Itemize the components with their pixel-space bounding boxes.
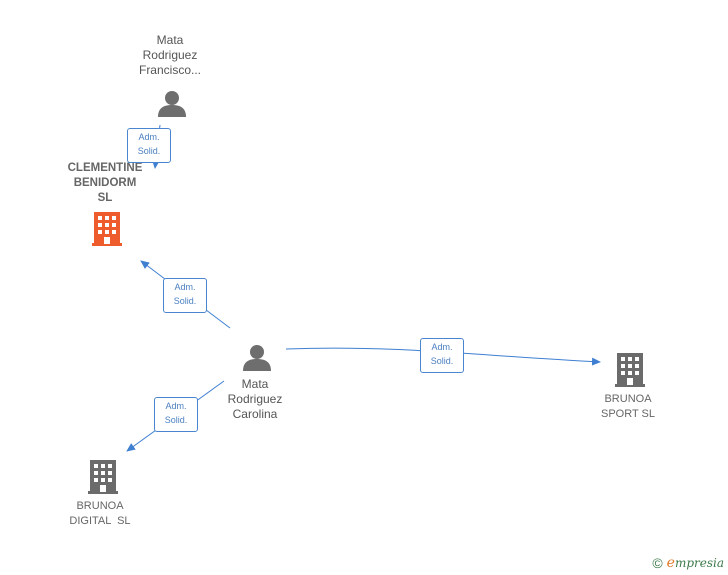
label-line: Mata xyxy=(156,33,184,47)
brand-logo: © e mpresia xyxy=(652,555,724,571)
brand-name: mpresia xyxy=(674,556,724,570)
label-line: DIGITAL SL xyxy=(69,515,131,527)
node-label-person-francisco[interactable]: Mata Rodriguez Francisco... xyxy=(120,33,220,78)
label-line: SL xyxy=(97,192,113,204)
label-line: BRUNOA xyxy=(604,393,652,405)
edge-label-line: Adm. xyxy=(138,132,160,142)
building-icon[interactable] xyxy=(92,212,122,246)
edge-label-line: Adm. xyxy=(174,282,196,292)
building-icon[interactable] xyxy=(615,353,645,387)
label-line: CLEMENTINE xyxy=(67,162,143,174)
label-line: BRUNOA xyxy=(76,500,124,512)
edge-label-line: Solid. xyxy=(137,146,161,156)
label-line: Carolina xyxy=(232,407,278,421)
person-icon[interactable] xyxy=(243,345,271,371)
edge-label-francisco-clementine[interactable]: Adm. Solid. xyxy=(127,128,171,163)
node-label-person-carolina[interactable]: Mata Rodriguez Carolina xyxy=(205,377,305,422)
edge-label-line: Solid. xyxy=(173,296,197,306)
brand-initial: e xyxy=(666,555,675,571)
label-line: BENIDORM xyxy=(73,177,137,189)
label-line: Rodriguez xyxy=(142,48,198,62)
label-line: Mata xyxy=(241,377,269,391)
node-label-company-brunoa-sport[interactable]: BRUNOA SPORT SL xyxy=(578,392,678,422)
edge-label-line: Solid. xyxy=(164,415,188,425)
node-label-company-brunoa-digital[interactable]: BRUNOA DIGITAL SL xyxy=(50,499,150,529)
edge-label-line: Adm. xyxy=(165,401,187,411)
copyright-icon: © xyxy=(652,555,663,571)
building-icon[interactable] xyxy=(88,460,118,494)
label-line: Francisco... xyxy=(138,63,201,77)
person-icon[interactable] xyxy=(158,91,186,117)
label-line: Rodriguez xyxy=(227,392,283,406)
node-label-company-clementine[interactable]: CLEMENTINE BENIDORM SL xyxy=(55,161,155,206)
edge-label-carolina-clementine[interactable]: Adm. Solid. xyxy=(163,278,207,313)
edge-label-line: Adm. xyxy=(431,342,453,352)
label-line: SPORT SL xyxy=(600,408,655,420)
edge-label-carolina-brunoa-digital[interactable]: Adm. Solid. xyxy=(154,397,198,432)
edge-label-line: Solid. xyxy=(430,356,454,366)
edge-label-carolina-brunoa-sport[interactable]: Adm. Solid. xyxy=(420,338,464,373)
